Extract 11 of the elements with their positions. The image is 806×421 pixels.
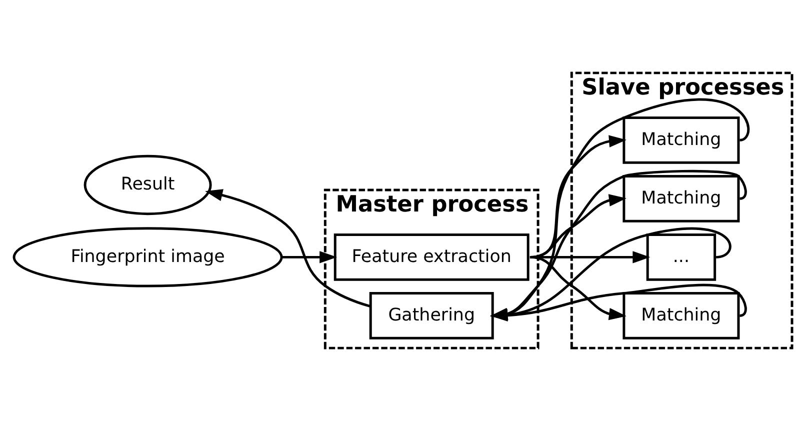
node-box: Matching (622, 116, 740, 164)
node-box: ... (646, 234, 716, 281)
node-box: Matching (622, 175, 740, 222)
node-box: Matching (622, 292, 740, 340)
node-box: Feature extraction (334, 234, 530, 281)
arrow (530, 256, 626, 320)
node-ellipse: Result (84, 154, 212, 216)
arrow (282, 251, 338, 264)
arrow (205, 189, 371, 308)
node-ellipse: Fingerprint image (12, 227, 283, 288)
node-box: Gathering (369, 292, 494, 340)
